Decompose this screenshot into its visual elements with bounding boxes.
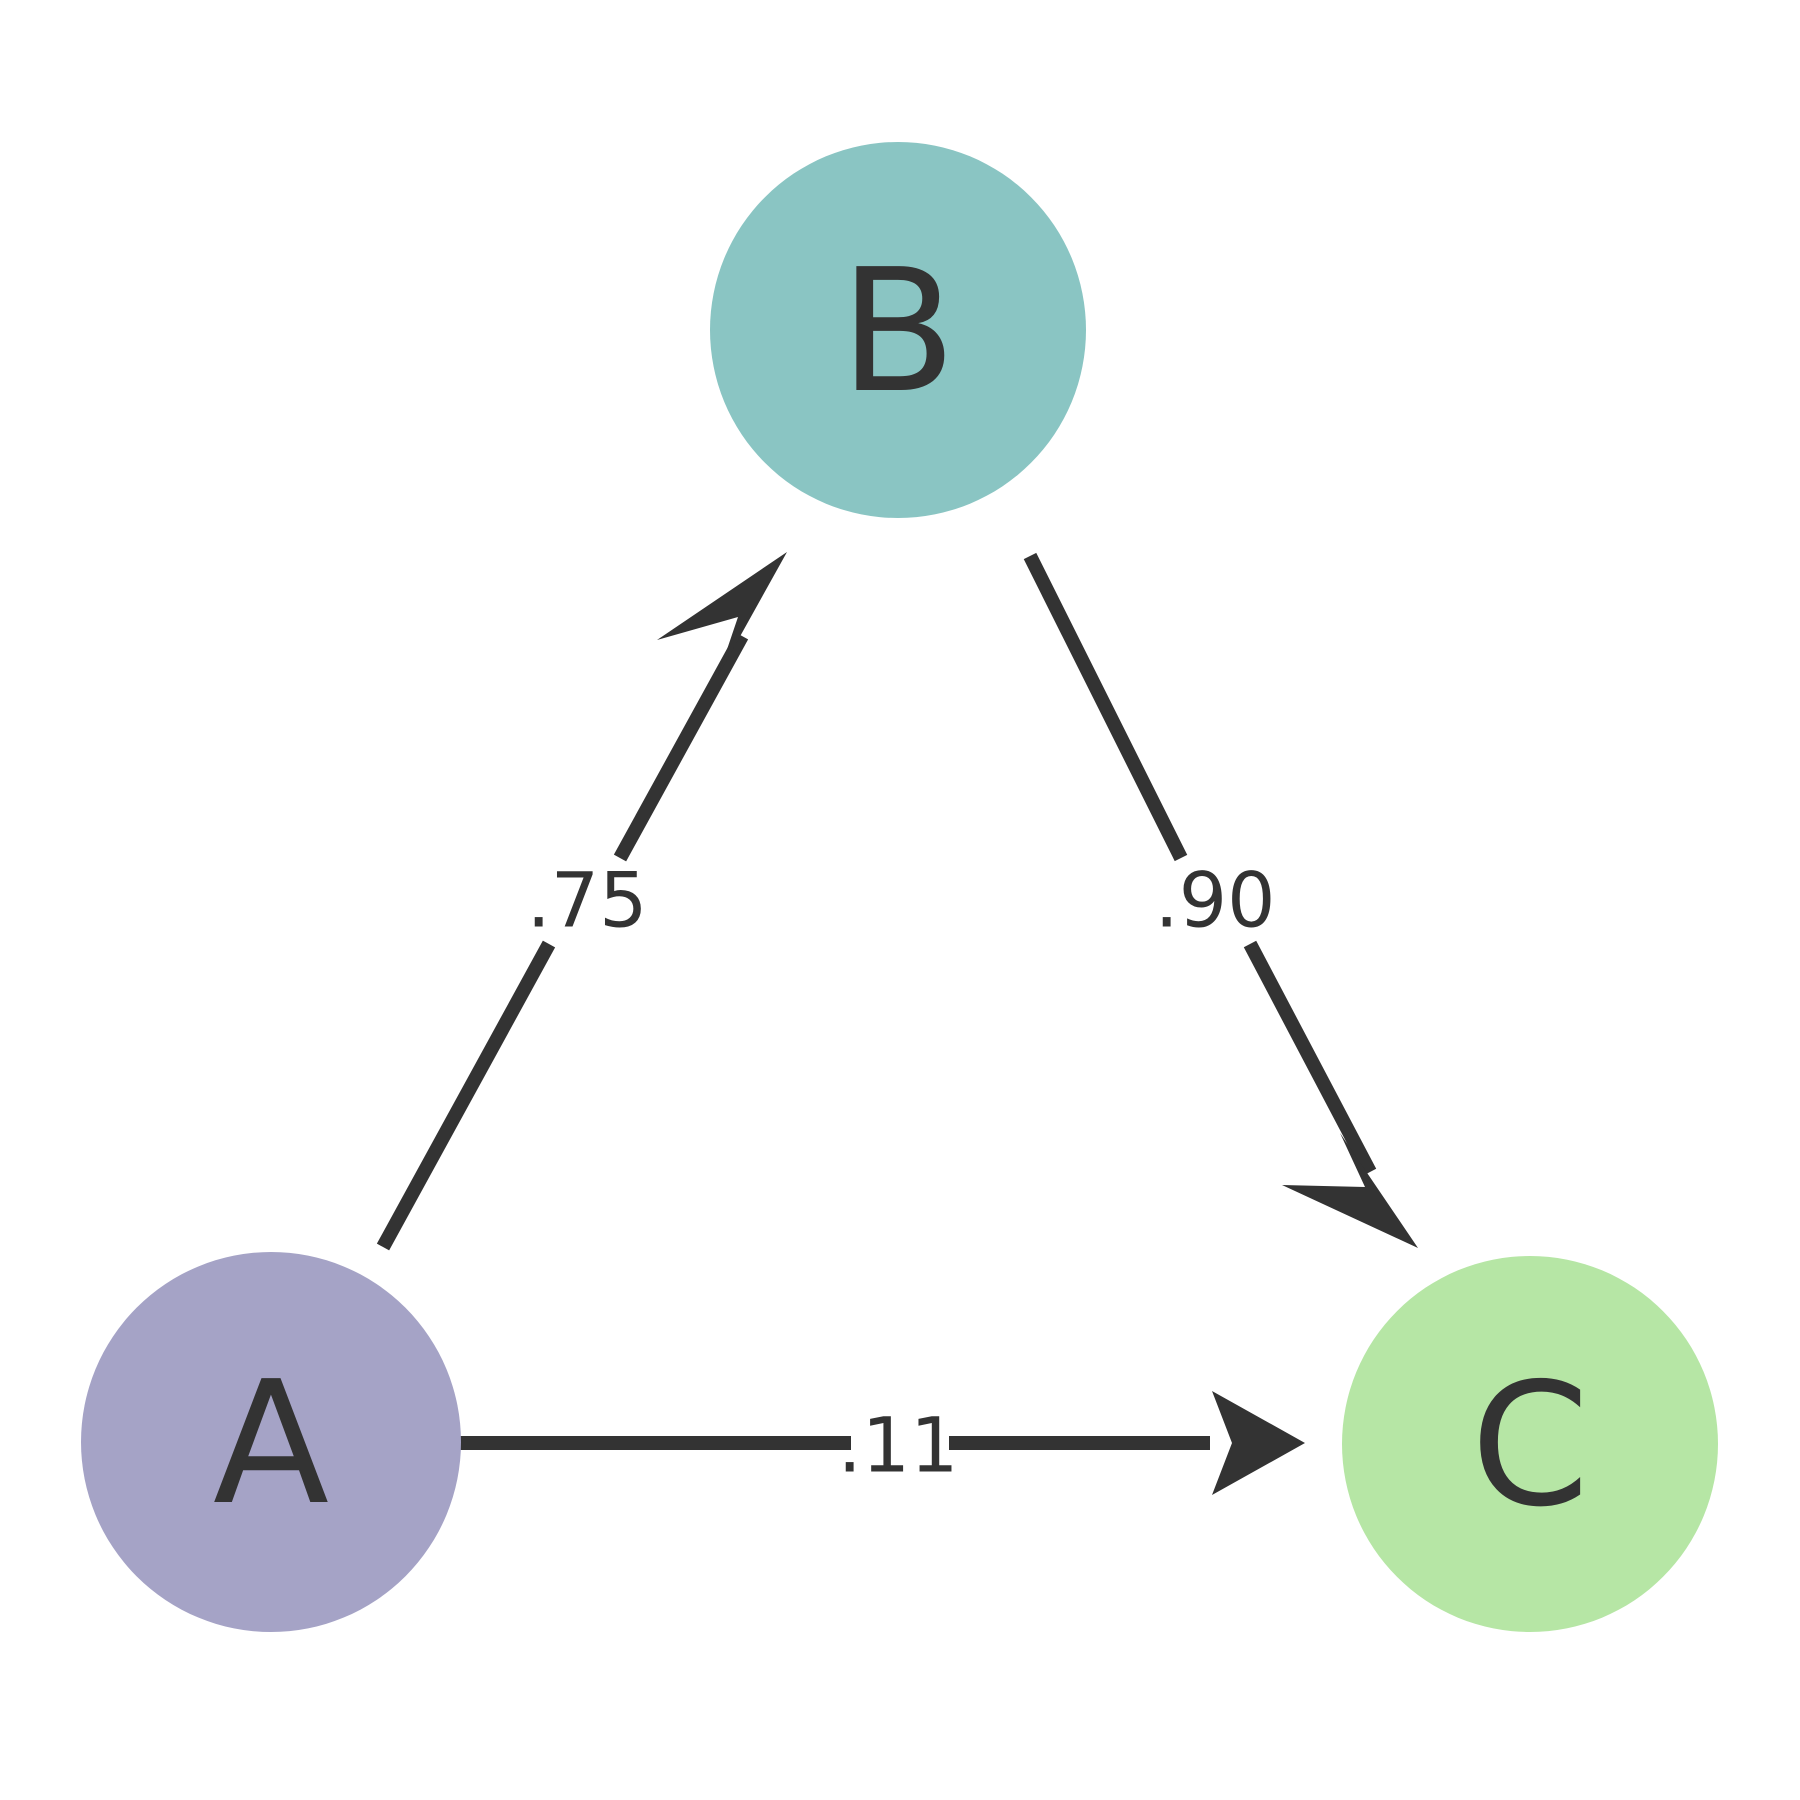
node-a-circle[interactable]	[81, 1252, 461, 1632]
edge-a-to-b-segment-upper	[613, 632, 749, 862]
node-a[interactable]: A	[81, 1252, 461, 1632]
node-c[interactable]: C	[1342, 1256, 1718, 1632]
edge-b-to-c-segment-lower	[1243, 940, 1377, 1176]
node-b[interactable]: B	[710, 142, 1086, 518]
edge-b-to-c-segment-upper	[1023, 552, 1188, 862]
node-c-label: C	[1471, 1347, 1590, 1545]
node-b-label: B	[840, 233, 957, 431]
edge-a-to-c-label: .11	[838, 1401, 959, 1490]
edge-a-to-b-label: .75	[527, 856, 648, 945]
node-a-label: A	[213, 1345, 329, 1543]
node-b-circle[interactable]	[710, 142, 1086, 518]
edge-a-to-b[interactable]: .75	[376, 552, 787, 1251]
edge-b-to-c-label: .90	[1155, 856, 1276, 945]
edge-a-to-c[interactable]: .11	[436, 1391, 1305, 1495]
edge-a-to-b-arrowhead	[657, 552, 787, 676]
edge-a-to-c-arrowhead	[1212, 1391, 1305, 1495]
edge-a-to-b-segment-lower	[376, 940, 556, 1251]
edge-b-to-c-arrowhead	[1282, 1133, 1418, 1248]
edge-b-to-c[interactable]: .90	[1023, 552, 1418, 1248]
node-c-circle[interactable]	[1342, 1256, 1718, 1632]
